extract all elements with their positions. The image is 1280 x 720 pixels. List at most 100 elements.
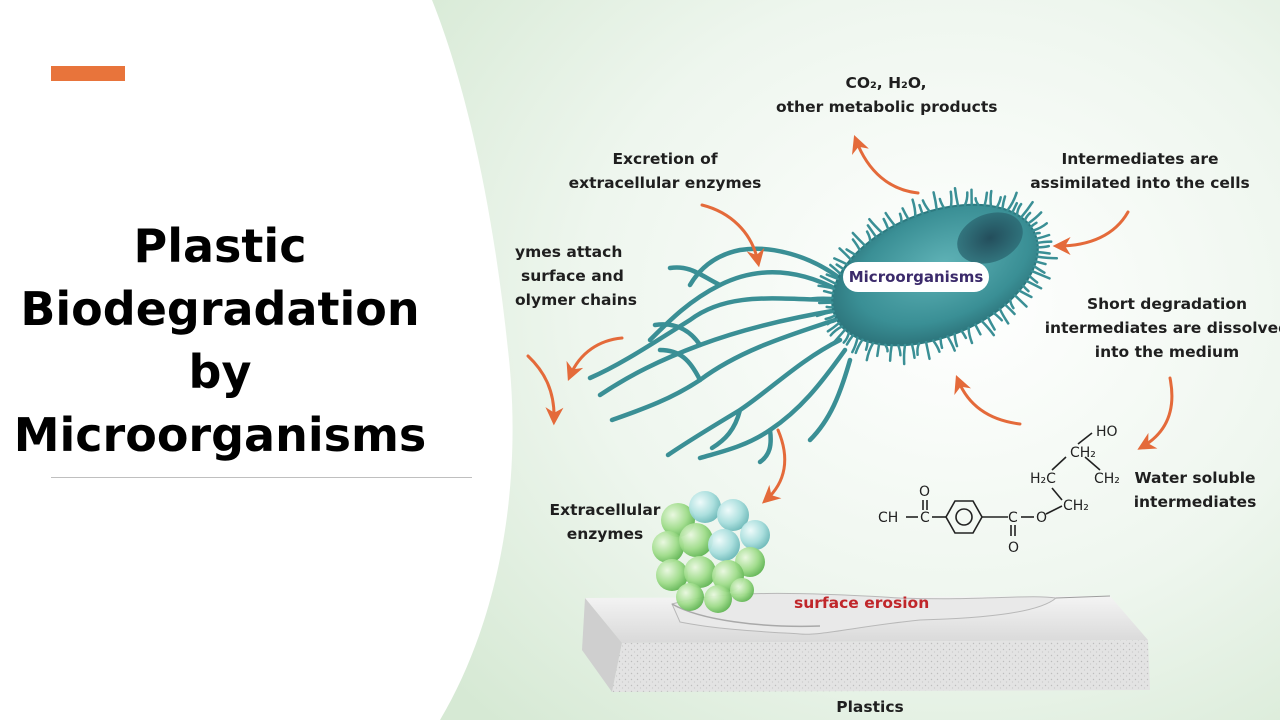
fimbria [1013, 294, 1028, 308]
fimbria [829, 325, 844, 337]
label-metabolic-products: CO₂, H₂O, other metabolic products [776, 74, 998, 116]
fimbria [932, 191, 938, 211]
fimbria [974, 323, 982, 336]
arrow-assimilated [1052, 210, 1130, 255]
fimbria [918, 203, 924, 215]
label-excretion: Excretion of extracellular enzymes [568, 150, 762, 192]
chemical-structure: CH C O C O O CH₂ H₂C CH₂ CH₂ HO [878, 424, 1120, 556]
fimbria [826, 321, 841, 333]
label-plastics: Plastics [836, 698, 904, 716]
fimbria [897, 344, 902, 357]
fimbria [845, 248, 857, 256]
fimbria [1011, 201, 1019, 214]
fimbria [1036, 240, 1053, 245]
fimbria [963, 191, 969, 207]
fimbria [1035, 233, 1051, 240]
fimbria [1018, 289, 1033, 299]
diagram-background [432, 0, 1280, 720]
label-short-intermediates: Short degradation intermediates are diss… [1044, 295, 1280, 361]
fimbria [949, 190, 953, 208]
label-water-soluble: Water soluble intermediates [1133, 469, 1257, 511]
fimbria [1029, 221, 1038, 229]
fimbria [995, 196, 1002, 209]
fimbria [845, 334, 855, 346]
chem-h2c: H₂C [1030, 471, 1056, 487]
fimbria [851, 238, 861, 252]
arrow-attach [566, 336, 624, 381]
fimbria [1030, 269, 1051, 280]
fimbria [1015, 202, 1023, 216]
label-microorganisms: Microorganisms [843, 262, 989, 292]
fimbria [1026, 211, 1043, 225]
fimbria [851, 336, 859, 354]
fimbria [842, 331, 851, 344]
fimbria [884, 343, 889, 353]
label-extracellular-enzymes: Extracellular enzymes [549, 501, 661, 543]
fimbria [916, 342, 921, 357]
chem-ch: CH [878, 510, 898, 526]
bacterium-flagella [587, 246, 853, 465]
fimbria [826, 318, 838, 326]
fimbria [824, 314, 837, 321]
fimbria [1009, 298, 1015, 310]
fimbria [1006, 191, 1018, 212]
fimbria [854, 338, 864, 355]
fimbria [1019, 200, 1034, 219]
fimbria [1036, 250, 1051, 255]
fimbria [1034, 260, 1047, 266]
label-assimilated: Intermediates are assimilated into the c… [1030, 150, 1250, 192]
fimbria [938, 197, 946, 210]
fimbria [1028, 274, 1039, 284]
fimbria [819, 275, 837, 285]
fimbria [1036, 244, 1051, 249]
arrow-dissolved [1137, 376, 1174, 450]
arrow-to-enzymes [761, 428, 787, 504]
fimbria [1003, 303, 1016, 316]
title-divider [51, 477, 472, 478]
fimbria [888, 343, 893, 362]
chem-c2: C [1008, 510, 1018, 526]
fimbria [983, 191, 989, 207]
fimbria [898, 212, 903, 224]
arrow-intermediates-up [954, 374, 1022, 426]
fimbria [902, 343, 907, 366]
fimbria [946, 335, 956, 352]
fimbria [815, 310, 835, 318]
fimbria [921, 199, 931, 213]
fimbria [1035, 255, 1059, 260]
fimbria [838, 247, 852, 261]
fimbria [882, 217, 890, 231]
fimbria [911, 198, 917, 218]
accent-bar [51, 66, 125, 81]
fimbria [953, 332, 959, 348]
chem-ch2-a: CH₂ [1070, 445, 1096, 461]
process-arrows [526, 134, 1174, 504]
fimbria [992, 311, 1004, 322]
fimbria [1001, 195, 1007, 210]
fimbria [960, 329, 968, 340]
fimbria [865, 341, 875, 362]
arrow-left-down [526, 354, 564, 426]
fimbria [924, 340, 931, 361]
fimbria [876, 342, 881, 358]
fimbria [989, 189, 993, 208]
chem-ch2-c: CH₂ [1063, 498, 1089, 514]
arrow-excretion [700, 203, 765, 268]
fimbria [1033, 265, 1046, 274]
slide-title: Plastic Biodegradation by Microorganisms [0, 215, 440, 467]
chem-o3: O [1036, 510, 1047, 526]
chem-o2: O [1008, 540, 1019, 556]
fimbria [831, 328, 847, 345]
chem-c1: C [920, 510, 930, 526]
fimbria [953, 186, 960, 207]
fimbria [967, 326, 974, 345]
fimbria [835, 263, 845, 271]
fimbria [825, 273, 840, 281]
title-line: by [188, 345, 252, 399]
fimbria [986, 315, 996, 331]
label-surface-erosion: surface erosion [794, 594, 930, 612]
fimbria [910, 343, 916, 360]
fimbria [1023, 211, 1032, 222]
fimbria [833, 257, 849, 266]
